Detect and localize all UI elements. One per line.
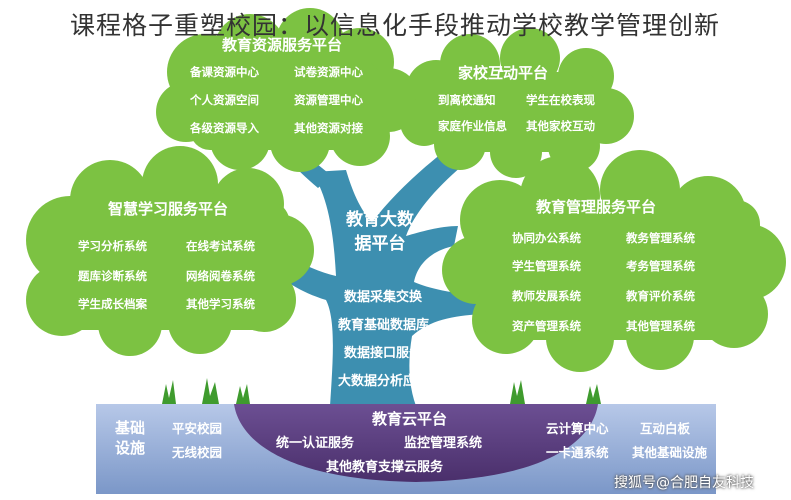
home-school-item: 学生在校表现	[526, 93, 595, 107]
resource-item: 备课资源中心	[190, 65, 259, 79]
cloud-management-shape	[442, 150, 786, 372]
trunk-item: 数据采集交换	[344, 290, 423, 305]
infrastructure-label-line2: 设施	[114, 439, 145, 457]
learning-item: 网络阅卷系统	[186, 269, 255, 283]
resource-item: 试卷资源中心	[294, 65, 363, 79]
infrastructure-item: 云计算中心	[546, 421, 609, 436]
cloud-resource-shape	[156, 8, 420, 172]
big-data-title-line2: 据平台	[354, 234, 406, 254]
resource-platform-title: 教育资源服务平台	[222, 36, 343, 54]
cloud-home-school-shape	[400, 28, 634, 178]
trunk-item: 大数据分析应用	[338, 374, 430, 389]
infrastructure-item: 一卡通系统	[546, 445, 609, 460]
learning-item: 学生成长档案	[78, 297, 147, 311]
big-data-title-line1: 教育大数	[346, 210, 414, 230]
page-title: 课程格子重塑校园：以信息化手段推动学校教学管理创新	[70, 11, 721, 40]
infrastructure-item: 无线校园	[172, 445, 223, 460]
resource-item: 资源管理中心	[294, 93, 363, 107]
management-item: 学生管理系统	[512, 259, 581, 273]
learning-item: 学习分析系统	[78, 239, 147, 253]
dome-shape	[234, 404, 598, 482]
learning-platform-title: 智慧学习服务平台	[108, 200, 229, 218]
management-item: 资产管理系统	[512, 319, 581, 333]
management-item: 考务管理系统	[626, 259, 695, 273]
cloud-platform-title: 教育云平台	[372, 410, 448, 428]
infrastructure-item: 平安校园	[172, 421, 223, 436]
management-item: 协同办公系统	[512, 231, 581, 245]
management-item: 其他管理系统	[626, 319, 695, 333]
trunk-item: 数据接口服务	[344, 346, 423, 361]
trunk-item: 教育基础数据库	[338, 318, 430, 333]
big-data-platform-title: 教育大数 据平台	[336, 208, 424, 256]
infrastructure-label-line1: 基础	[114, 419, 145, 437]
dome-item: 监控管理系统	[404, 436, 483, 451]
resource-item: 各级资源导入	[190, 121, 259, 135]
dome-item: 统一认证服务	[276, 436, 355, 451]
grass-tufts	[162, 378, 601, 404]
infrastructure-label: 基础 设施	[110, 418, 150, 458]
resource-item: 个人资源空间	[190, 93, 259, 107]
infrastructure-item: 其他基础设施	[632, 445, 708, 460]
dome-item: 其他教育支撑云服务	[326, 460, 444, 475]
home-school-item: 家庭作业信息	[438, 119, 507, 133]
home-school-item: 其他家校互动	[526, 119, 595, 133]
learning-item: 在线考试系统	[186, 239, 255, 253]
resource-item: 其他资源对接	[294, 121, 363, 135]
watermark: 搜狐号@合肥自友科技	[614, 475, 754, 491]
cloud-learning-shape	[26, 146, 314, 356]
management-item: 教育评价系统	[626, 289, 695, 303]
management-item: 教师发展系统	[512, 289, 581, 303]
infrastructure-item: 互动白板	[640, 421, 691, 436]
learning-item: 题库诊断系统	[78, 269, 147, 283]
management-item: 教务管理系统	[626, 231, 695, 245]
management-platform-title: 教育管理服务平台	[536, 198, 657, 216]
home-school-item: 到离校通知	[438, 93, 496, 107]
learning-item: 其他学习系统	[186, 297, 255, 311]
home-school-platform-title: 家校互动平台	[458, 64, 549, 82]
